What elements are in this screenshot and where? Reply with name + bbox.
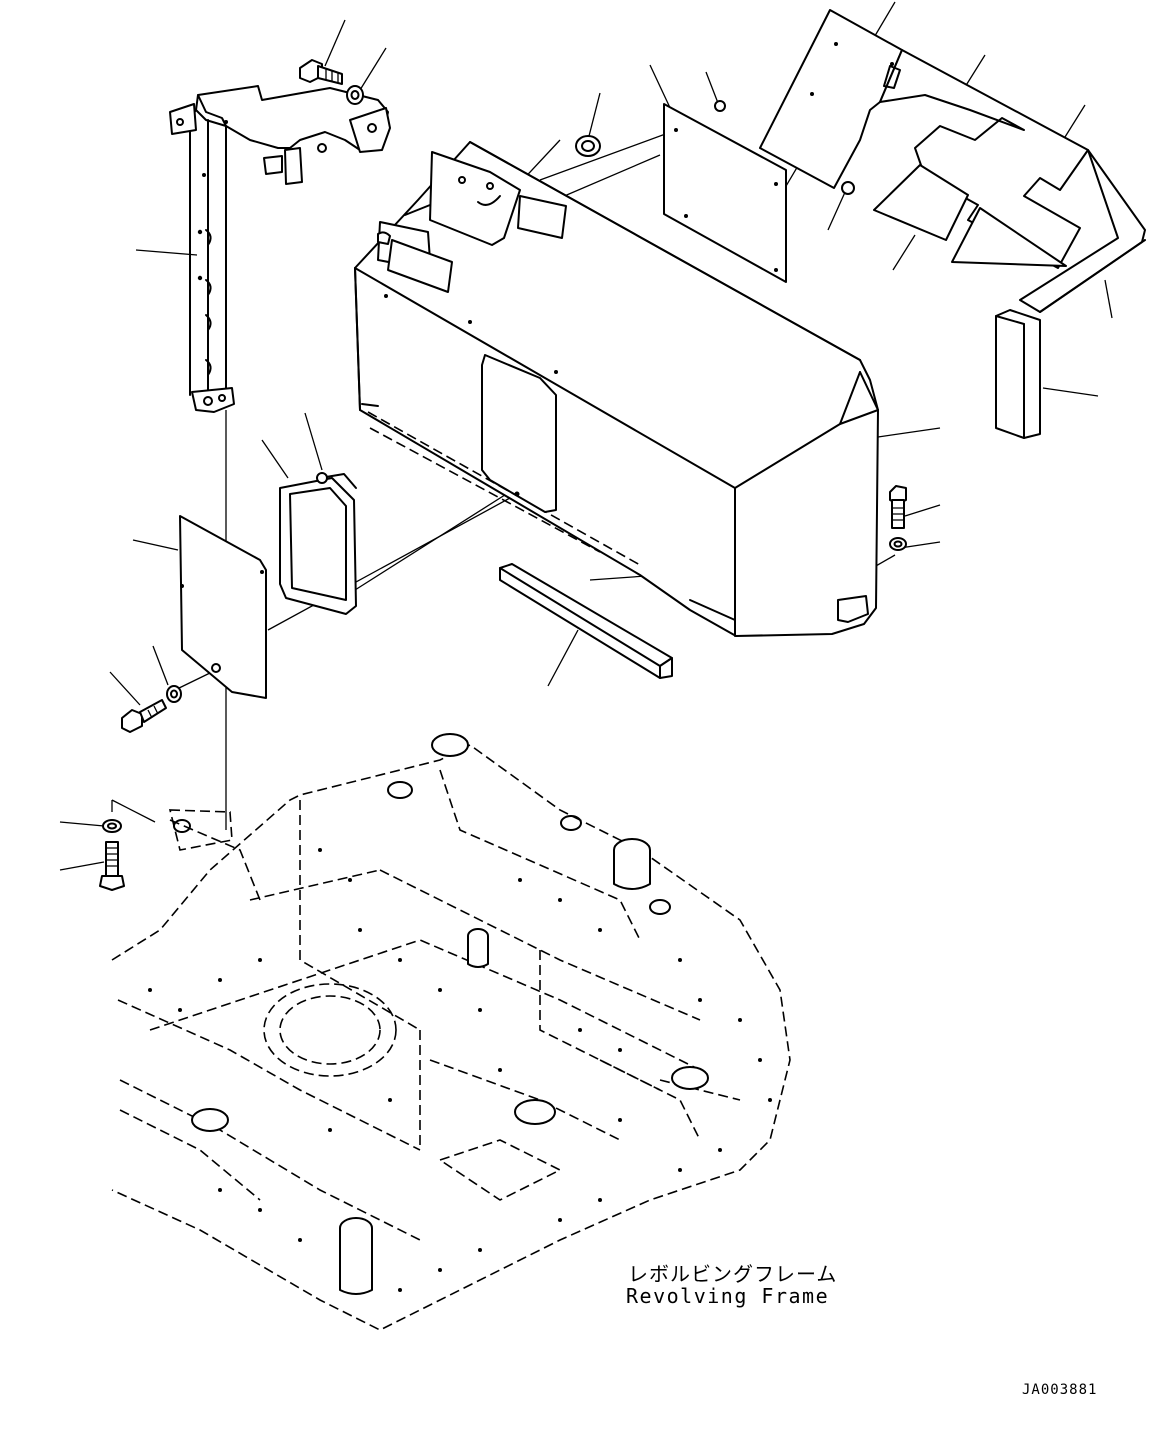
bolt-right (889, 485, 907, 529)
frame-label-jp: レボルビングフレーム (628, 1262, 838, 1286)
spacer-block (995, 309, 1041, 439)
nut-small-1 (714, 100, 726, 112)
bolt-front (121, 699, 167, 733)
revolving-frame (111, 733, 791, 1331)
cover-sheet-large (759, 9, 1146, 313)
grommet (575, 135, 601, 157)
bolt-top (299, 59, 343, 85)
washer-top (346, 85, 364, 105)
support-stay (169, 85, 391, 413)
frame-label-en: Revolving Frame (626, 1284, 830, 1308)
access-cover (179, 515, 267, 699)
cushion-strip (499, 563, 673, 679)
nut-small-2 (841, 181, 855, 195)
washer-front (166, 685, 182, 703)
tank-cover-body (354, 141, 879, 637)
washer-bottom (102, 819, 122, 833)
nut-gasket (316, 472, 328, 484)
washer-right (889, 537, 907, 551)
gasket (279, 473, 357, 615)
cover-plate-upper (663, 103, 787, 283)
drawing-number: JA003881 (1022, 1382, 1098, 1398)
bolt-bottom (99, 841, 125, 891)
